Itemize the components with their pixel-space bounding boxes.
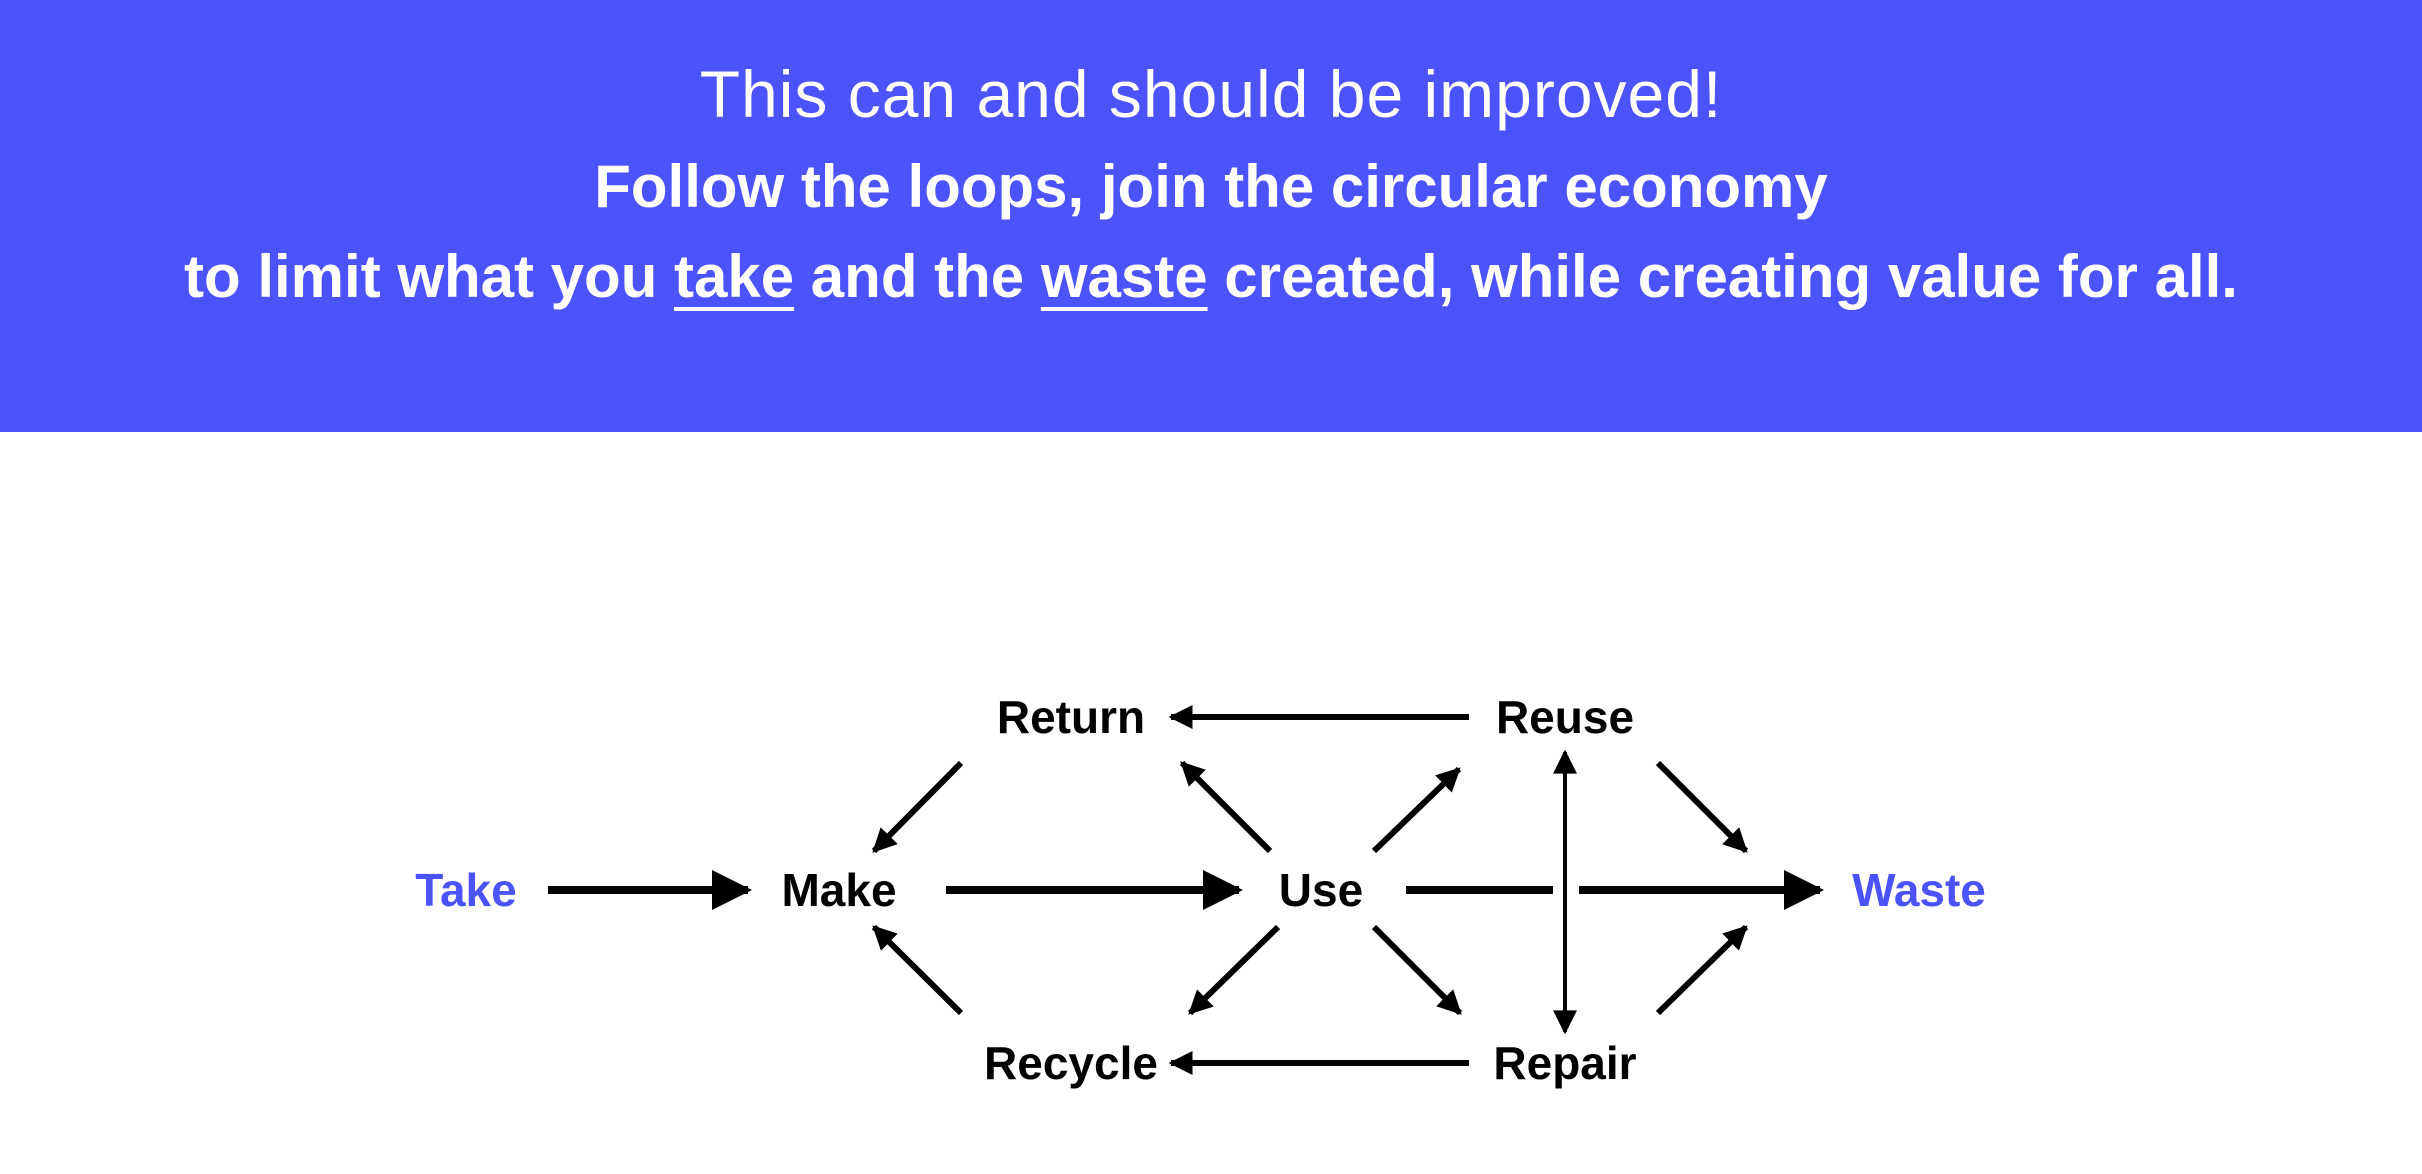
arrow-use-return: [1179, 760, 1273, 854]
arrow-recycle-make: [871, 924, 964, 1016]
arrow-repair-waste: [1655, 924, 1749, 1016]
node-repair: Repair: [1493, 1037, 1636, 1089]
banner-headline-2: to limit what you take and the waste cre…: [0, 242, 2422, 311]
arrow-reuse-waste: [1655, 760, 1749, 854]
arrow-use-repair: [1371, 924, 1463, 1016]
banner-headline: Follow the loops, join the circular econ…: [594, 153, 1828, 220]
node-return: Return: [997, 691, 1145, 743]
node-reuse: Reuse: [1496, 691, 1634, 743]
node-use: Use: [1279, 864, 1363, 916]
header-banner: This can and should be improved! Follow …: [0, 0, 2422, 432]
node-take: Take: [415, 864, 516, 916]
node-waste: Waste: [1852, 864, 1986, 916]
text: created, while creating value for all.: [1207, 243, 2238, 310]
text: to limit what you: [184, 243, 675, 310]
text: and the: [794, 243, 1041, 310]
arrow-use-reuse: [1371, 766, 1462, 854]
node-make: Make: [781, 864, 896, 916]
waste-underlined: waste: [1040, 243, 1208, 310]
node-recycle: Recycle: [984, 1037, 1158, 1089]
arrow-return-make: [871, 760, 964, 854]
take-underlined: take: [674, 243, 795, 310]
arrow-use-recycle: [1187, 924, 1281, 1016]
banner-subtitle: This can and should be improved!: [699, 57, 1723, 131]
